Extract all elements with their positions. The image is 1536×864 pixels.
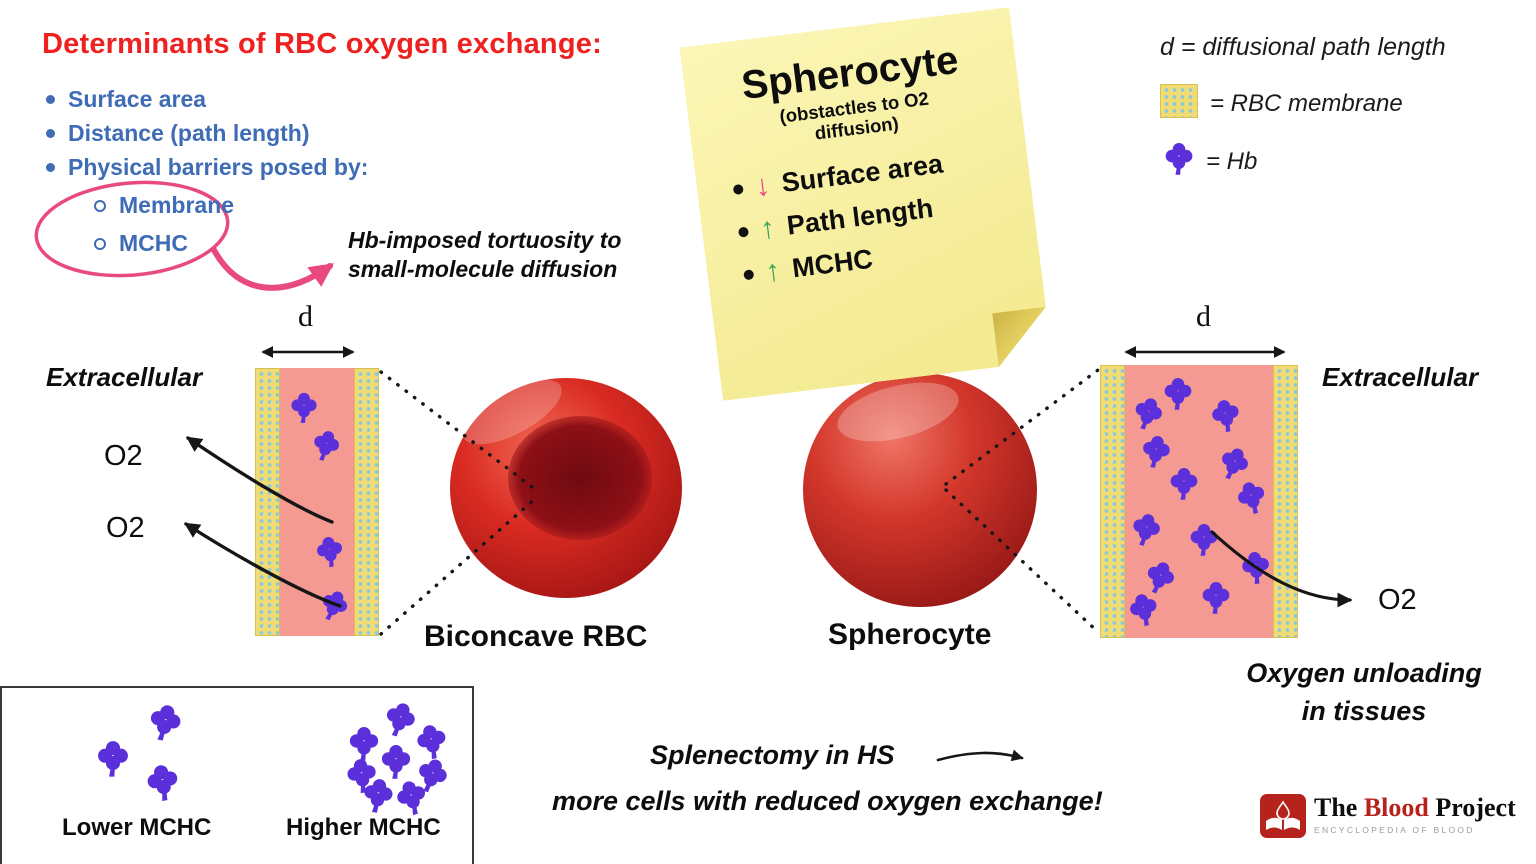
legend-hb-label: = Hb — [1206, 148, 1258, 175]
bullet-icon — [743, 269, 754, 280]
higher-mchc-label: Higher MCHC — [286, 814, 441, 841]
sub-bullet-icon — [94, 199, 106, 212]
membrane-strip-right — [1273, 365, 1298, 638]
hb-icon — [313, 534, 346, 570]
hb-icon — [1163, 377, 1193, 411]
tortuosity-note: Hb-imposed tortuosity to small-molecule … — [348, 226, 621, 284]
biconcave-rbc-label: Biconcave RBC — [424, 620, 648, 653]
hb-icon — [1128, 510, 1164, 549]
logo-word-project: Project — [1435, 793, 1516, 822]
tortuosity-arrow — [211, 247, 334, 291]
biconcave-membrane-panel — [255, 368, 379, 636]
hb-icon — [1189, 523, 1219, 557]
determinant-item-barriers: Physical barriers posed by: — [46, 154, 368, 181]
hb-icon — [144, 701, 185, 745]
determinant-item-surface-area: Surface area — [46, 86, 206, 113]
membrane-strip-left — [1100, 365, 1125, 638]
bullet-icon — [733, 184, 744, 195]
hb-icon — [360, 776, 397, 816]
hb-icon — [309, 427, 344, 465]
bullet-icon — [46, 95, 55, 104]
sub-bullet-icon — [94, 237, 106, 250]
spherocyte-sticky-note: Spherocyte (obstactles to O2 diffusion) … — [680, 7, 1053, 401]
bullet-icon — [738, 227, 749, 238]
extracellular-label-right: Extracellular — [1322, 362, 1479, 392]
hb-icon — [380, 744, 412, 780]
trend-up-icon: ↑ — [758, 211, 778, 246]
page-title: Determinants of RBC oxygen exchange: — [42, 28, 602, 60]
blood-project-logo: The Blood Project ENCYCLOPEDIA OF BLOOD — [1260, 793, 1516, 838]
hb-icon — [290, 392, 318, 424]
trend-up-icon: ↑ — [763, 253, 783, 289]
determinant-label: Distance (path length) — [68, 120, 310, 146]
oxygen-unloading-line1: Oxygen unloading — [1246, 658, 1482, 688]
splenectomy-arrow — [936, 749, 1024, 762]
trend-down-icon: ↓ — [753, 168, 772, 204]
hb-icon — [1164, 142, 1194, 176]
logo-word-blood: Blood — [1363, 793, 1429, 822]
oxygen-unloading-line2: in tissues — [1301, 696, 1427, 726]
sticky-item-label: MCHC — [790, 244, 875, 284]
legend-membrane-swatch — [1160, 84, 1198, 118]
sub-item-mchc: MCHC — [94, 230, 188, 257]
hb-icon — [1129, 394, 1167, 435]
tortuosity-line1: Hb-imposed tortuosity to — [348, 227, 622, 253]
lower-mchc-label: Lower MCHC — [62, 814, 212, 841]
o2-label-top: O2 — [104, 440, 143, 472]
splenectomy-line2: more cells with reduced oxygen exchange! — [552, 786, 1103, 816]
sub-item-label: Membrane — [119, 192, 235, 218]
hb-icon — [1139, 433, 1173, 471]
spherocyte-label: Spherocyte — [828, 618, 992, 651]
determinant-item-distance: Distance (path length) — [46, 120, 310, 147]
hb-icon — [1208, 396, 1244, 435]
biconcave-rbc-illustration — [450, 378, 682, 598]
biconcave-cytoplasm — [280, 368, 354, 636]
sub-item-label: MCHC — [119, 230, 188, 256]
tortuosity-line2: small-molecule diffusion — [348, 256, 618, 282]
hb-icon — [1232, 477, 1271, 519]
o2-label-bottom: O2 — [106, 512, 145, 544]
splenectomy-line1: Splenectomy in HS — [650, 740, 895, 770]
hb-icon — [1125, 590, 1162, 630]
logo-word-the: The — [1314, 793, 1358, 822]
d-label-right: d — [1196, 300, 1211, 333]
logo-tagline: ENCYCLOPEDIA OF BLOOD — [1314, 824, 1475, 835]
logo-book-icon — [1260, 794, 1306, 838]
sub-item-membrane: Membrane — [94, 192, 234, 219]
folded-corner — [992, 307, 1052, 367]
zoom-dotted-lines — [379, 368, 1100, 636]
determinant-label: Physical barriers posed by: — [68, 154, 369, 180]
sticky-item-label: Surface area — [780, 148, 945, 199]
membrane-strip-left — [255, 368, 280, 636]
determinant-label: Surface area — [68, 86, 207, 112]
spherocyte-illustration — [803, 373, 1037, 607]
spherocyte-membrane-panel — [1100, 365, 1298, 638]
hb-icon — [315, 586, 353, 626]
oxygen-unloading-note: Oxygen unloading in tissues — [1208, 654, 1520, 730]
hb-icon — [1169, 467, 1199, 501]
mchc-comparison-box: Lower MCHC Higher MCHC — [0, 686, 474, 864]
legend-membrane-label: = RBC membrane — [1210, 90, 1403, 117]
hb-icon — [1214, 443, 1254, 485]
sticky-item-label: Path length — [785, 193, 935, 242]
hb-icon — [1201, 581, 1231, 615]
membrane-strip-right — [354, 368, 379, 636]
logo-title: The Blood Project — [1314, 793, 1516, 823]
legend-d-definition: d = diffusional path length — [1160, 33, 1446, 61]
hb-icon — [96, 740, 130, 778]
sticky-note-list: ↓ Surface area ↑ Path length ↑ MCHC — [731, 139, 1039, 291]
extracellular-label-left: Extracellular — [46, 362, 203, 392]
o2-label-right: O2 — [1378, 584, 1417, 616]
bullet-icon — [46, 129, 55, 138]
bullet-icon — [46, 163, 55, 172]
d-label-left: d — [298, 300, 313, 333]
hb-icon — [143, 761, 183, 804]
hb-icon — [1239, 549, 1273, 587]
spherocyte-cytoplasm — [1125, 365, 1273, 638]
